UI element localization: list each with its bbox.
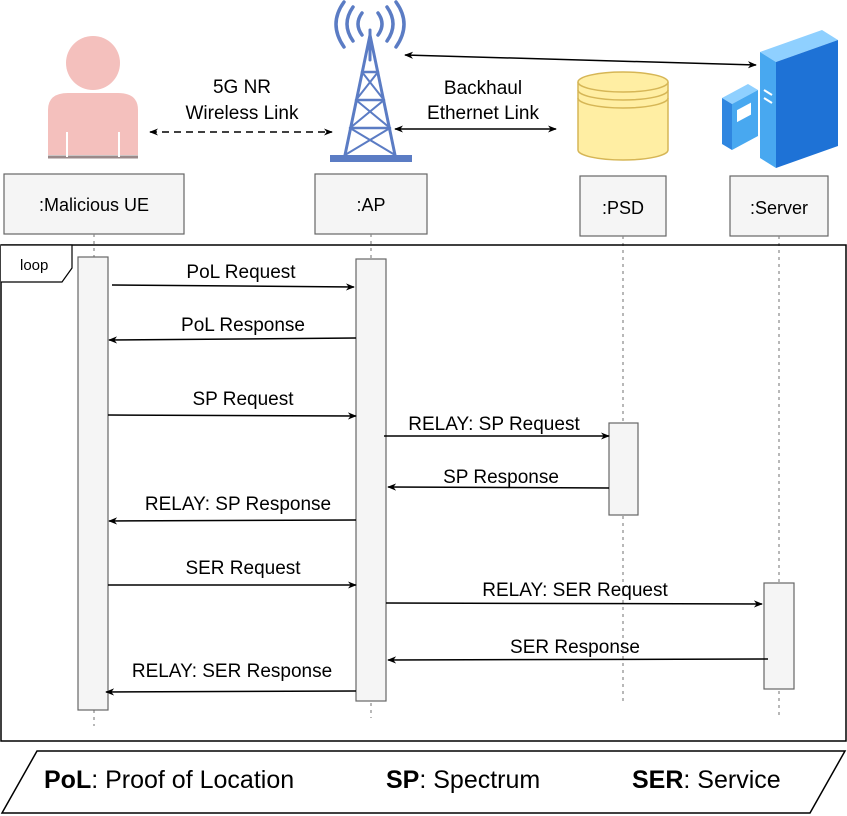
participant-label: :Server — [750, 198, 808, 218]
activation-psd — [608, 422, 639, 516]
database-icon — [577, 71, 669, 161]
loop-frame: loop — [0, 244, 847, 742]
backhaul-link-label-line1: Backhaul — [444, 78, 522, 99]
participant-psd: :PSD — [579, 175, 667, 237]
relay-ser-response-label: RELAY: SER Response — [132, 661, 332, 682]
sp-response-label: SP Response — [443, 467, 559, 488]
relay-sp-response-arrow — [108, 517, 357, 525]
sp-response-arrow — [387, 483, 610, 491]
sp-request-label: SP Request — [192, 389, 294, 410]
server-icon — [722, 30, 838, 168]
ser-response-arrow — [387, 656, 769, 664]
participant-malicious-ue: :Malicious UE — [3, 173, 185, 235]
activation-ue — [77, 256, 109, 711]
relay-ser-response-arrow — [105, 688, 357, 696]
legend-ser: SER: Service — [632, 766, 781, 794]
relay-ser-request-label: RELAY: SER Request — [482, 580, 668, 601]
relay-ser-request-arrow — [385, 600, 763, 608]
sp-request-arrow — [107, 412, 357, 420]
ser-request-label: SER Request — [185, 558, 301, 579]
ser-response-label: SER Response — [510, 637, 640, 658]
legend-pol: PoL: Proof of Location — [44, 766, 294, 794]
pol-response-label: PoL Response — [181, 315, 305, 336]
person-icon — [48, 36, 138, 159]
activation-server — [763, 582, 795, 690]
cell-tower-icon — [330, 0, 412, 162]
backhaul-link-label-line2: Ethernet Link — [427, 103, 539, 124]
tower-server-arrow — [404, 51, 757, 69]
participant-label: :AP — [356, 195, 385, 215]
legend-sp: SP: Spectrum — [386, 766, 540, 794]
pol-request-arrow — [111, 283, 355, 291]
wireless-link-label-line2: Wireless Link — [186, 103, 299, 124]
participant-label: :PSD — [602, 198, 644, 218]
loop-label: loop — [20, 257, 48, 274]
activation-ap — [355, 258, 387, 702]
pol-response-arrow — [108, 336, 357, 344]
wireless-link-label-line1: 5G NR — [213, 77, 271, 98]
participant-server: :Server — [729, 175, 829, 237]
relay-sp-request-label: RELAY: SP Request — [408, 414, 580, 435]
legend: PoL: Proof of Location SP: Spectrum SER:… — [0, 750, 847, 814]
participant-label: :Malicious UE — [39, 195, 149, 215]
relay-sp-response-label: RELAY: SP Response — [145, 494, 331, 515]
pol-request-label: PoL Request — [186, 262, 296, 283]
participant-ap: :AP — [314, 173, 428, 235]
